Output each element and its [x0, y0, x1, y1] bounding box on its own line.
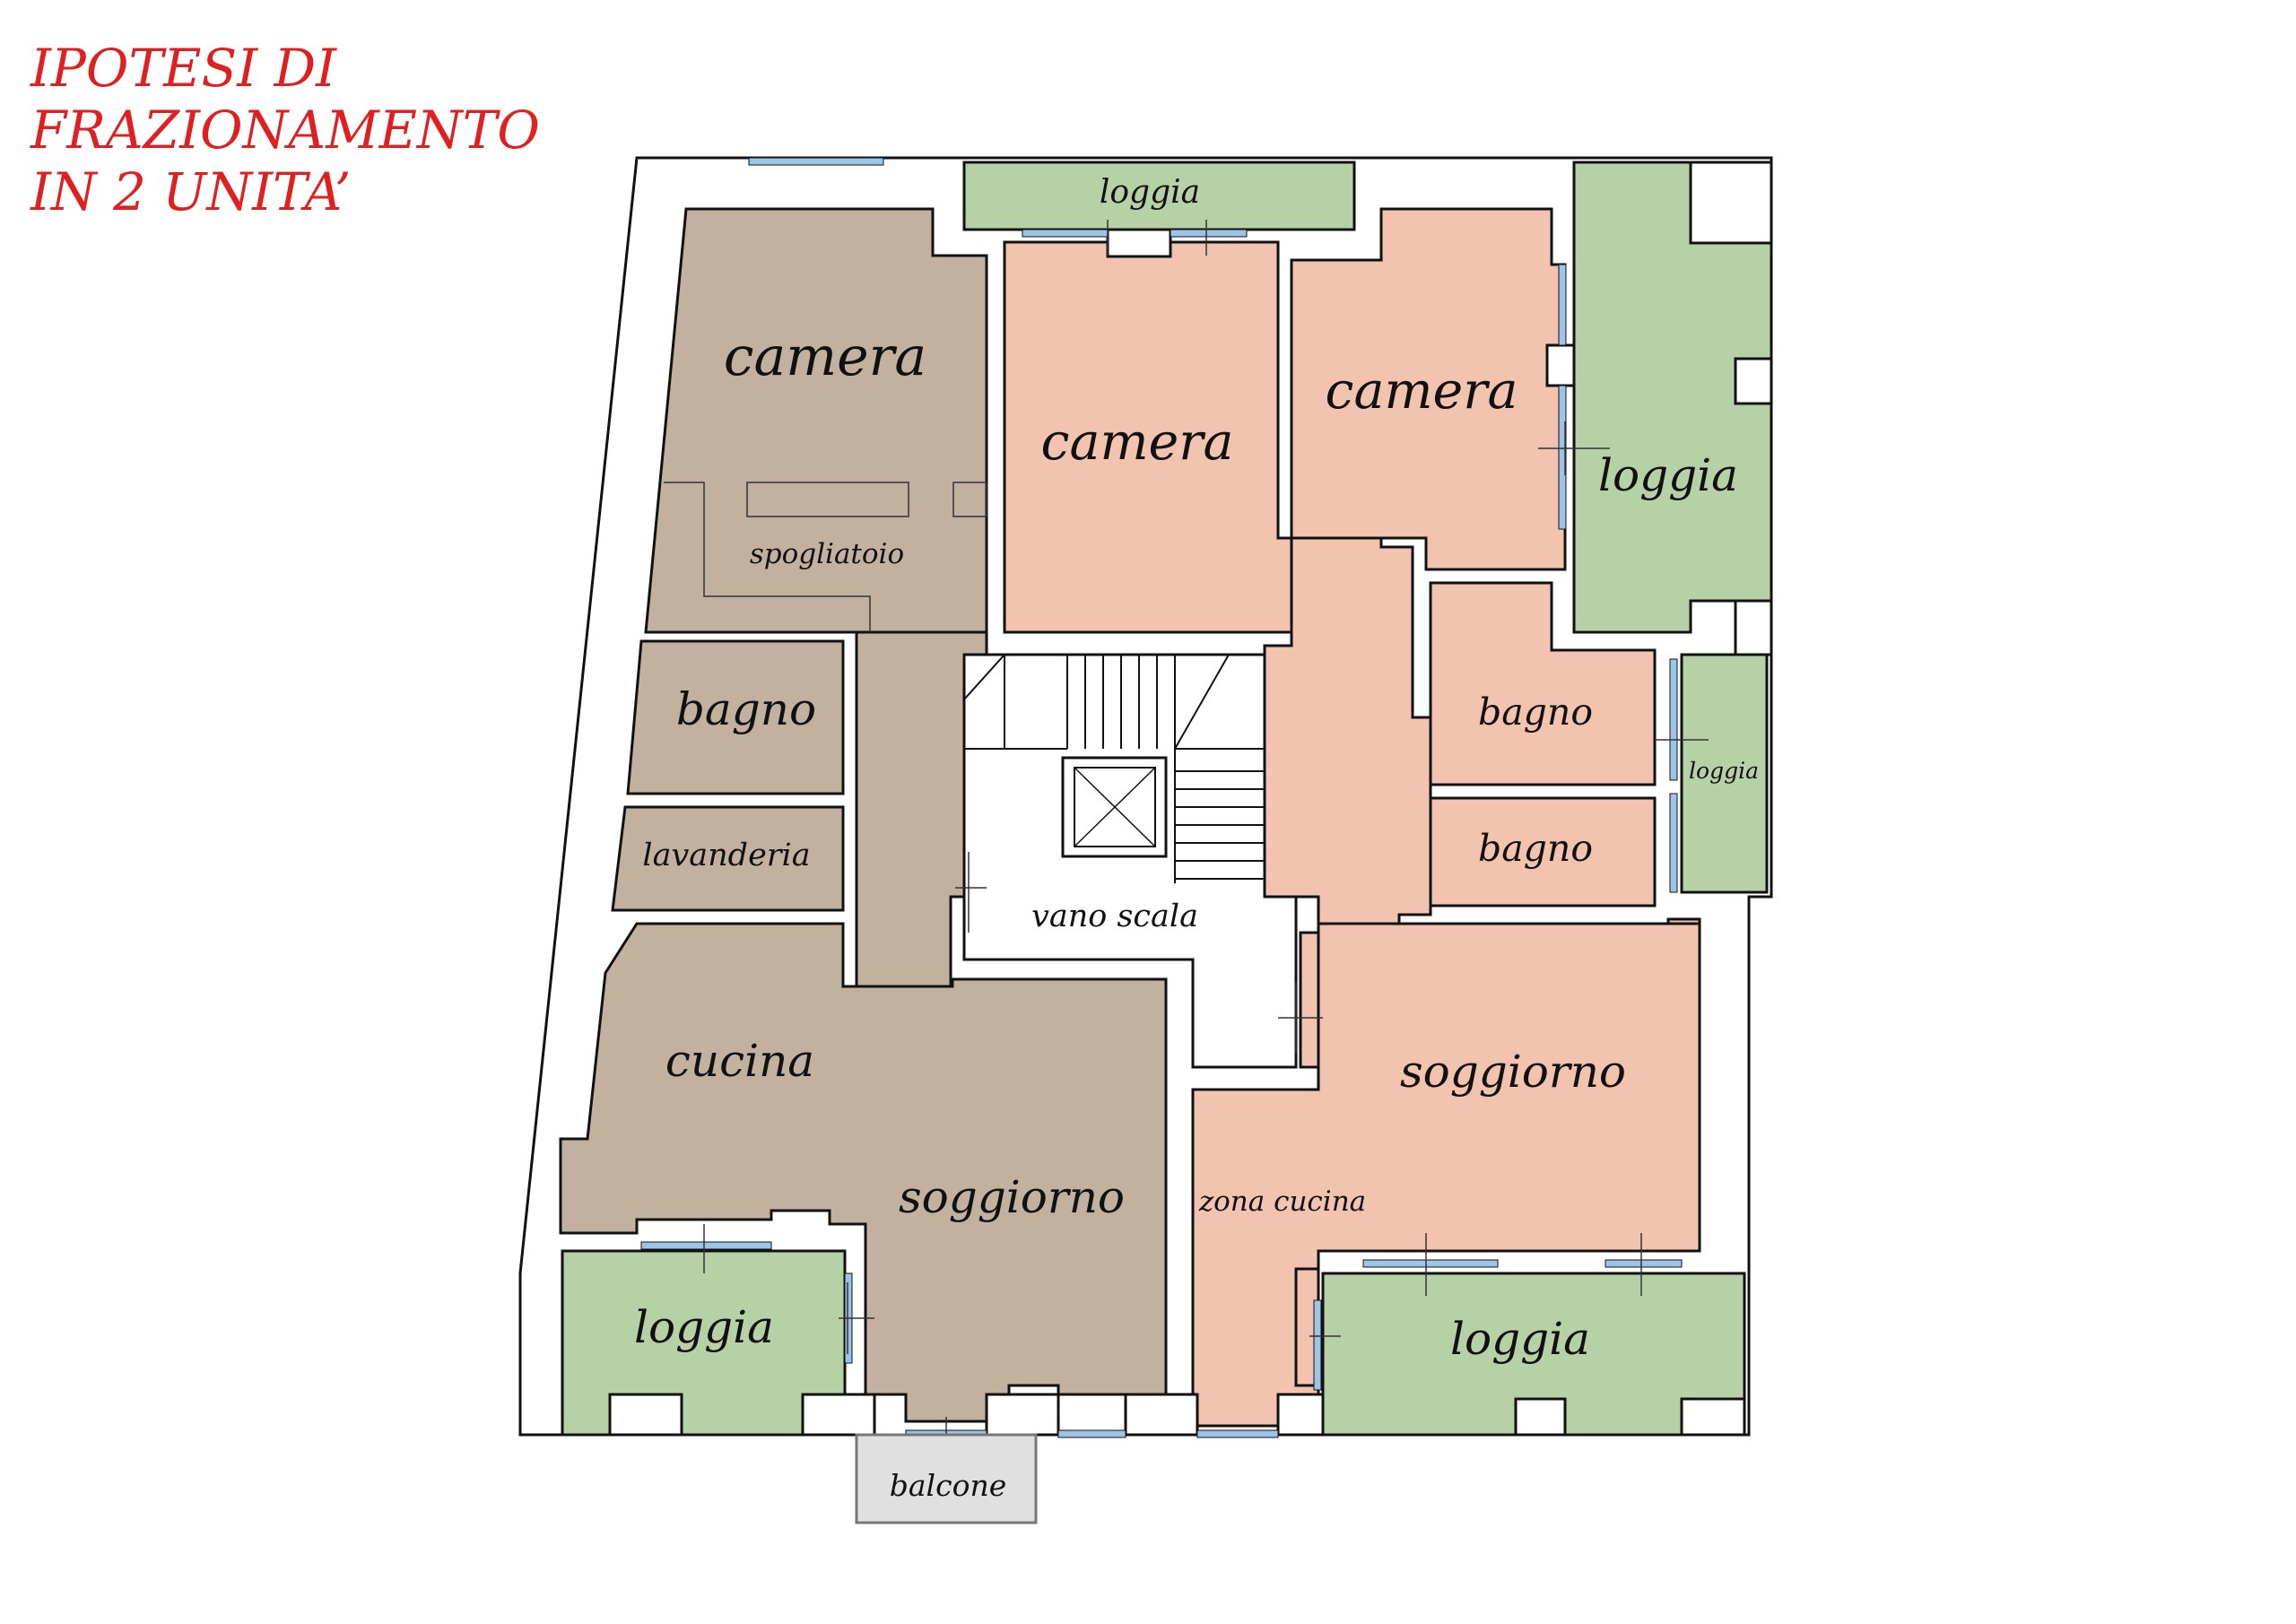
label-bagno-left: bagno: [676, 683, 816, 735]
label-cucina: cucina: [665, 1035, 814, 1087]
unit-a-camera-spogliatoio: [644, 207, 988, 634]
unit-b-bagno-1: [1429, 581, 1657, 786]
door-marks: [703, 220, 1709, 1457]
label-lavanderia: lavanderia: [642, 838, 810, 873]
wall-pillars: [608, 161, 1773, 1437]
label-camera-right: camera: [1326, 361, 1518, 421]
unit-b-soggiorno: [1191, 922, 1701, 1428]
label-balcone: balcone: [890, 1468, 1007, 1503]
label-bagno-right-2: bagno: [1478, 827, 1593, 870]
loggia-right-small: [1680, 653, 1769, 894]
windows: [640, 157, 1683, 1438]
label-bagno-right-1: bagno: [1478, 690, 1593, 734]
balcone: [855, 1433, 1038, 1524]
label-soggiorno-right: soggiorno: [1400, 1046, 1626, 1098]
label-loggia-right-small: loggia: [1689, 758, 1759, 784]
label-loggia-bottom-right: loggia: [1450, 1313, 1590, 1365]
unit-a-cucina-soggiorno: [559, 922, 1168, 1423]
label-zona-cucina: zona cucina: [1198, 1185, 1366, 1218]
plan-title: IPOTESI DI FRAZIONAMENTO IN 2 UNITA’: [30, 38, 540, 223]
wardrobe: [664, 482, 987, 632]
label-camera-mid: camera: [1041, 413, 1234, 472]
label-soggiorno-left: soggiorno: [899, 1171, 1125, 1223]
title-line-1: IPOTESI DI: [30, 38, 337, 99]
unit-a-lavanderia: [611, 805, 845, 912]
label-loggia-right-top: loggia: [1598, 449, 1738, 501]
loggia-top: [962, 161, 1356, 231]
label-vano-scala: vano scala: [1031, 899, 1198, 934]
unit-b-bagno-2: [1429, 796, 1657, 908]
stair-treads: [963, 654, 1265, 883]
title-line-3: IN 2 UNITA’: [30, 161, 352, 222]
label-loggia-top: loggia: [1100, 174, 1200, 211]
label-camera-left: camera: [724, 326, 926, 388]
label-loggia-left: loggia: [634, 1301, 774, 1353]
label-spogliatoio: spogliatoio: [750, 538, 904, 570]
title-line-2: FRAZIONAMENTO: [30, 100, 540, 161]
unit-a-bagno: [626, 639, 845, 795]
elevator-shaft: [1061, 756, 1168, 858]
